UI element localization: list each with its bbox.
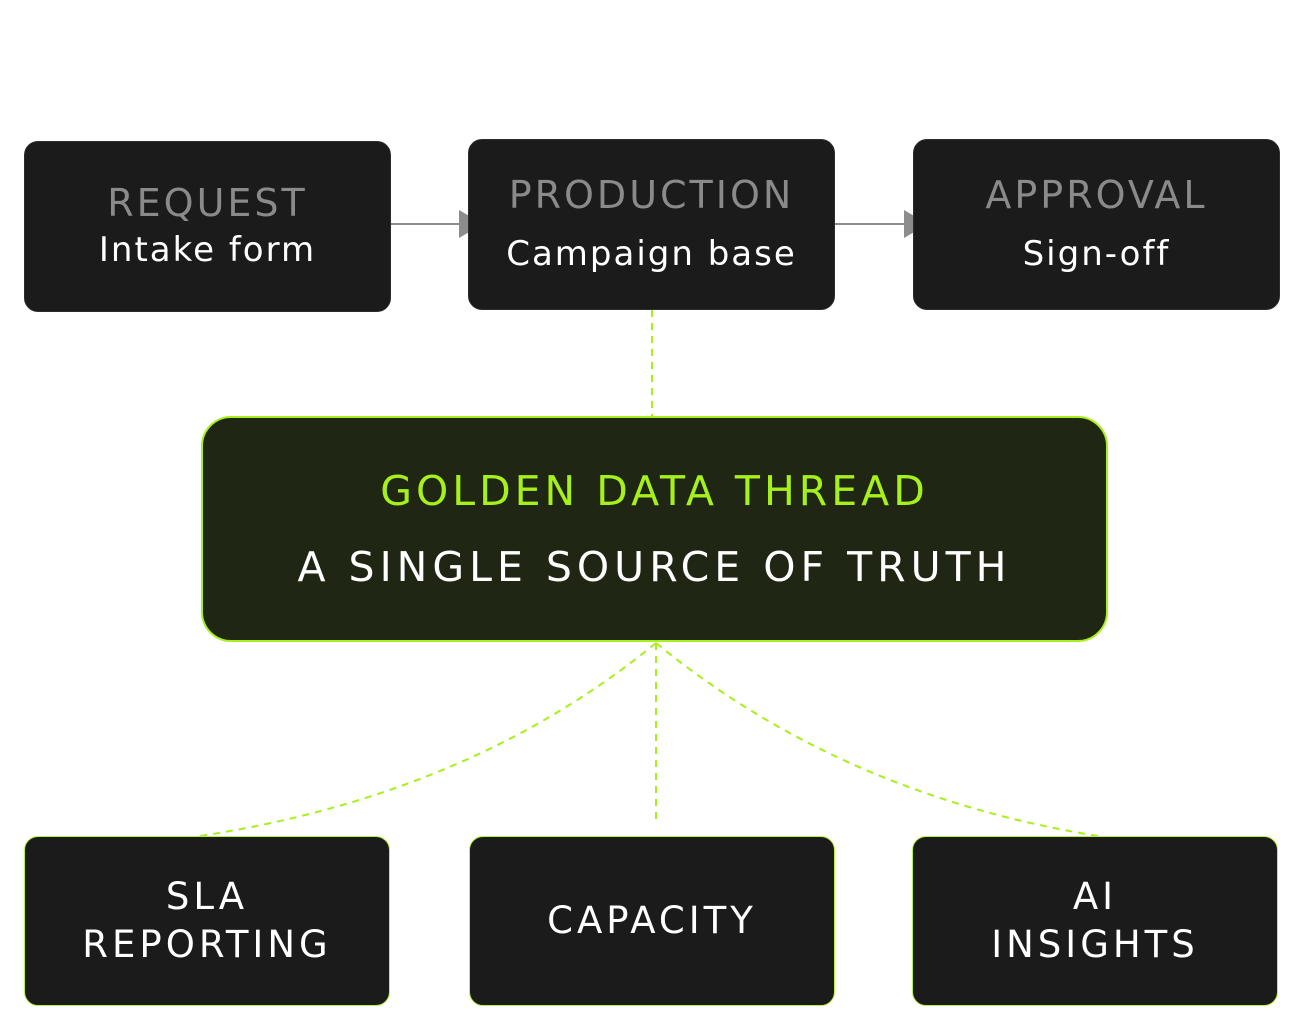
- stage-title: PRODUCTION: [508, 173, 795, 218]
- stage-box-production: PRODUCTION Campaign base: [468, 139, 835, 310]
- thread-subtitle: A SINGLE SOURCE OF TRUTH: [297, 543, 1012, 591]
- output-box-ai-insights: AI INSIGHTS: [912, 836, 1278, 1006]
- stage-detail: Intake form: [98, 230, 317, 271]
- thread-title: GOLDEN DATA THREAD: [380, 467, 929, 515]
- output-label-line1: SLA: [165, 874, 249, 918]
- dashed-connector-thread-to-sla: [199, 642, 657, 837]
- stage-title: APPROVAL: [985, 173, 1208, 218]
- dashed-connector-thread-to-ai: [655, 642, 1099, 837]
- golden-data-thread-box: GOLDEN DATA THREAD A SINGLE SOURCE OF TR…: [201, 416, 1108, 642]
- output-box-sla-reporting: SLA REPORTING: [24, 836, 390, 1006]
- output-label-line1: AI: [1072, 874, 1118, 918]
- output-label-line2: REPORTING: [82, 923, 332, 966]
- stage-box-approval: APPROVAL Sign-off: [913, 139, 1280, 310]
- stage-title: REQUEST: [107, 181, 308, 226]
- output-label-line1: CAPACITY: [547, 898, 757, 942]
- output-box-capacity: CAPACITY: [469, 836, 835, 1006]
- stage-detail: Campaign base: [506, 234, 797, 275]
- stage-detail: Sign-off: [1022, 234, 1171, 275]
- output-label-line2: INSIGHTS: [991, 923, 1199, 966]
- stage-box-request: REQUEST Intake form: [24, 141, 391, 312]
